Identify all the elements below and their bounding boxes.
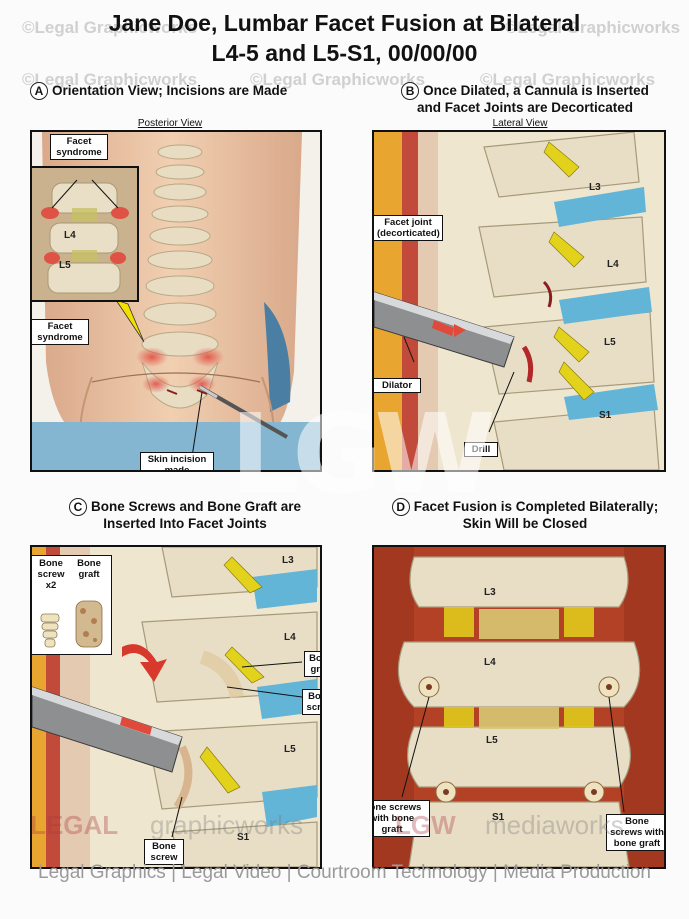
facet-joint-label: Facet joint (decorticated) [374,215,443,241]
panel-a-subtitle: Posterior View [137,118,203,129]
bone-screw-label: Bone screw [302,689,320,715]
lateral-spine-drawing [374,132,664,470]
panel-c-caption-line1: Bone Screws and Bone Graft are [90,499,302,514]
brand-lgw: LGW [395,810,456,840]
facet-closeup-drawing [32,168,137,300]
bone-graft-label: Bone graft [304,651,320,677]
panel-b-illustration: L3 L4 L5 S1 Facet joint (decorticated) D… [372,130,666,472]
panel-d-illustration: L3 L4 L5 S1 Bone screws with bone graft … [372,545,666,869]
drill-label: Drill [464,442,498,457]
panel-c-label-l3: L3 [282,555,294,566]
inset-bone-screw-label: Bone screw x2 [37,558,65,591]
panel-c-label-s1: S1 [237,832,250,843]
panel-a-letter: A [30,82,48,100]
facet-syndrome-bottom-label: Facet syndrome [32,319,89,345]
inset-bone-graft-label: Bone graft [77,558,101,580]
brand-legal: LEGAL [30,810,119,840]
screw-and-graft-drawing [40,600,103,648]
panel-b-label-l3: L3 [589,182,601,193]
panel-a-caption: A Orientation View; Incisions are Made [30,82,330,100]
screws-left-label: Bone screws with bone graft [374,800,430,837]
brand-graphicworks: graphicworks [150,810,304,840]
panel-d-caption-line2: Skin Will be Closed [462,516,588,531]
screws-right-label: Bone screws with bone graft [606,814,664,851]
panel-c-label-l4: L4 [284,632,296,643]
dilator-label: Dilator [374,378,421,393]
facet-closeup-inset: L4 L5 S1 [32,166,139,302]
footer: Legal Graphics | Legal Video | Courtroom… [38,862,651,883]
panel-d-letter: D [391,498,410,516]
facet-syndrome-top-label: Facet syndrome [50,134,108,160]
page-title: Jane Doe, Lumbar Facet Fusion at Bilater… [108,10,581,36]
panel-b-label-l5: L5 [604,337,616,348]
panel-d-label-l4: L4 [484,657,496,668]
panel-b-caption-line2: and Facet Joints are Decorticated [416,100,634,115]
panel-b-caption-line1: Once Dilated, a Cannula is Inserted [423,83,649,98]
page-subtitle: L4-5 and L5-S1, 00/00/00 [211,40,478,66]
panel-c-letter: C [68,498,87,516]
panel-c-illustration: Bone screw x2 Bone graft L3 L4 L5 S1 Bon… [30,545,322,869]
panel-b-subtitle: Lateral View [492,118,548,129]
skin-incision-label: Skin incision made [140,452,214,470]
panel-d-label-s1: S1 [492,812,505,823]
panel-a-illustration: L4 L5 S1 Facet syndrome Facet syndrome S… [30,130,322,472]
hardware-inset: Bone screw x2 Bone graft [32,555,112,655]
panel-b-letter: B [401,82,420,100]
panel-c-label-l5: L5 [284,744,296,755]
bone-screw-bottom-label: Bone screw [144,839,184,865]
panel-b-label-l4: L4 [607,259,619,270]
panel-d-label-l5: L5 [486,735,498,746]
panel-d-label-l3: L3 [484,587,496,598]
panel-a-caption-text: Orientation View; Incisions are Made [52,83,288,98]
inset-label-l5: L5 [59,260,71,271]
panel-d-caption-line1: Facet Fusion is Completed Bilaterally; [413,499,659,514]
panel-b-label-s1: S1 [599,410,612,421]
brand-mediaworks: mediaworks [485,810,624,840]
inset-label-l4: L4 [64,230,76,241]
lgw-watermark: LGW [230,390,496,518]
panel-c-caption-line2: Inserted Into Facet Joints [103,516,267,531]
